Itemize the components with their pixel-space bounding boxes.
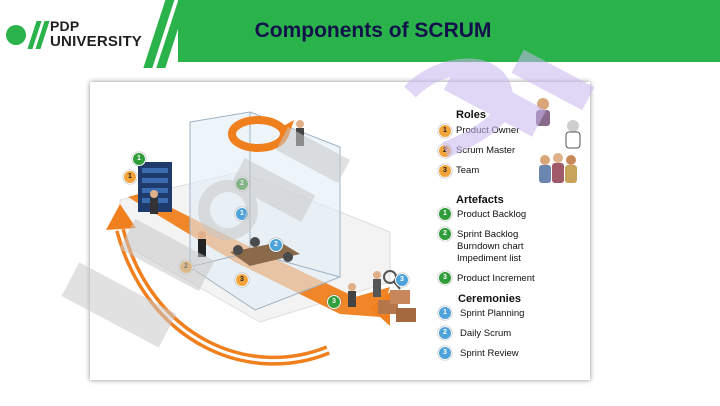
logo-line2: UNIVERSITY <box>50 33 143 50</box>
logo-line1: PDP <box>50 18 80 34</box>
role-badge: 3 <box>438 164 452 178</box>
page-title: Components of SCRUM <box>254 19 492 42</box>
diagram-badge: 2 <box>235 177 249 191</box>
diagram-badge: 3 <box>327 295 341 309</box>
role-badge: 1 <box>438 124 452 138</box>
glass-room <box>189 111 341 311</box>
diagram-badge: 1 <box>132 152 146 166</box>
diagram-badge: 3 <box>235 273 249 287</box>
diagram-badge: 1 <box>123 170 137 184</box>
header-green-band <box>178 0 720 62</box>
diagram-badge: 2 <box>269 238 283 252</box>
ceremony-badge: 3 <box>438 346 452 360</box>
role-product-owner: Product Owner <box>456 125 520 136</box>
ceremony-badge: 1 <box>438 306 452 320</box>
logo-dot-icon <box>6 25 26 45</box>
role-scrum-master: Scrum Master <box>456 145 516 156</box>
artefacts-title: Artefacts <box>456 194 504 206</box>
role-team: Team <box>456 165 480 176</box>
artefact-sprint-backlog: Sprint Backlog <box>457 229 519 240</box>
diagram-badge: 3 <box>395 273 409 287</box>
artefact-burndown-chart: Burndown chart <box>457 241 524 252</box>
ceremony-badge: 2 <box>438 326 452 340</box>
logo-text: PDP UNIVERSITY <box>50 18 143 50</box>
box-icon <box>378 290 416 322</box>
legend-panel: Roles 1 Product Owner 2 Scrum Master 3 T… <box>438 82 590 380</box>
role-badge: 2 <box>438 144 452 158</box>
diagram-badge: 1 <box>235 207 249 221</box>
ceremony-sprint-review: Sprint Review <box>460 348 519 359</box>
artefact-product-increment: Product Increment <box>457 273 535 284</box>
scrum-diagram: 1 1 2 1 2 2 3 3 3 Roles 1 Product Owner … <box>90 82 590 380</box>
artefact-badge: 3 <box>438 271 452 285</box>
artefact-product-backlog: Product Backlog <box>457 209 527 220</box>
ceremony-sprint-planning: Sprint Planning <box>460 308 525 319</box>
header-bar: PDP UNIVERSITY Components of SCRUM <box>0 0 720 68</box>
artefact-impediment-list: Impediment list <box>457 253 521 264</box>
ceremony-daily-scrum: Daily Scrum <box>460 328 512 339</box>
artefact-badge: 1 <box>438 207 452 221</box>
artefact-badge: 2 <box>438 227 452 241</box>
ceremonies-title: Ceremonies <box>458 293 521 305</box>
diagram-badge: 2 <box>179 260 193 274</box>
people-icon <box>536 98 581 183</box>
roles-title: Roles <box>456 109 486 121</box>
